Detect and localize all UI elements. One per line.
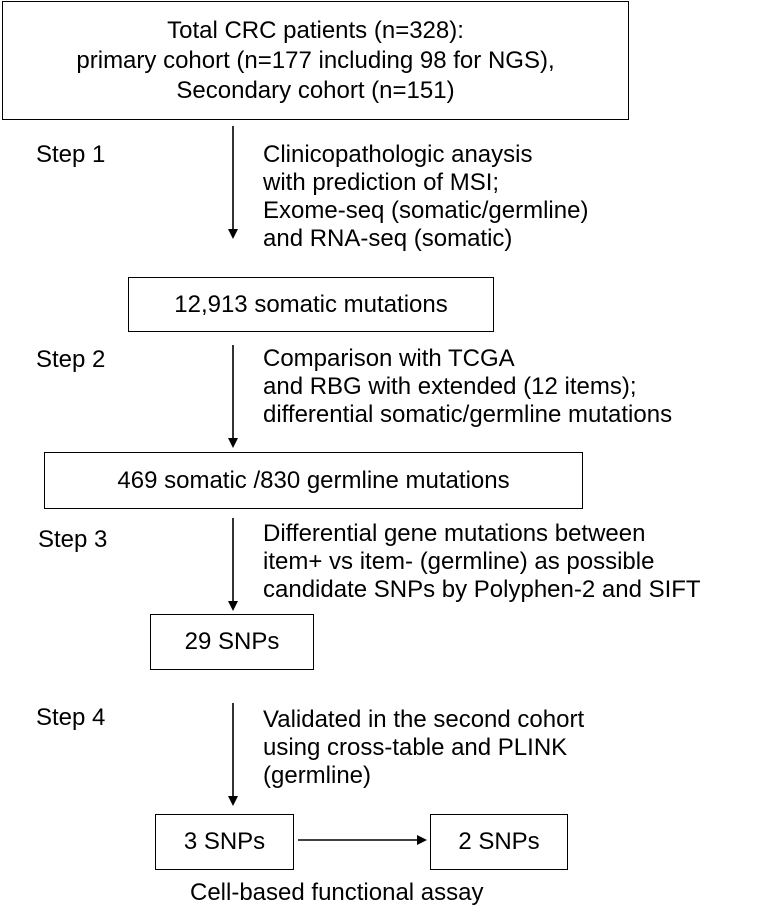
step-1-line-3: Exome-seq (somatic/germline) <box>263 197 589 224</box>
step-3-label: Step 3 <box>38 526 108 553</box>
step-1-description: Clinicopathologic anaysis with predictio… <box>263 141 588 253</box>
total-patients-box: Total CRC patients (n=328): primary coho… <box>2 1 629 120</box>
step-4-line-2: using cross-table and PLINK <box>263 734 568 761</box>
cell-based-assay-caption: Cell-based functional assay <box>190 879 484 906</box>
step-4-label: Step 4 <box>36 704 106 731</box>
step-1-line-2: with prediction of MSI; <box>263 169 500 196</box>
somatic-germline-box: 469 somatic /830 germline mutations <box>44 452 583 509</box>
step-2-line-2: and RBG with extended (12 items); <box>263 373 637 400</box>
step-3-line-3: candidate SNPs by Polyphen-2 and SIFT <box>263 576 701 603</box>
total-patients-line-2: primary cohort (n=177 including 98 for N… <box>76 46 555 74</box>
step-3-description: Differential gene mutations between item… <box>263 520 701 604</box>
step-1-line-1: Clinicopathologic anaysis <box>263 141 533 168</box>
step-1-line-4: and RNA-seq (somatic) <box>263 225 513 252</box>
total-patients-line-3: Secondary cohort (n=151) <box>176 76 455 104</box>
step-2-label: Step 2 <box>36 346 106 373</box>
step-3-line-1: Differential gene mutations between <box>263 520 646 547</box>
29-snps-box: 29 SNPs <box>150 614 314 670</box>
somatic-mutations-box: 12,913 somatic mutations <box>128 277 494 332</box>
3-snps-box: 3 SNPs <box>155 814 294 870</box>
step-4-line-1: Validated in the second cohort <box>263 706 585 733</box>
step-2-line-3: differential somatic/germline mutations <box>263 401 673 428</box>
step-4-line-3: (germline) <box>263 762 372 789</box>
step-4-description: Validated in the second cohort using cro… <box>263 706 584 790</box>
step-3-line-2: item+ vs item- (germline) as possible <box>263 548 655 575</box>
total-patients-line-1: Total CRC patients (n=328): <box>167 16 464 44</box>
step-1-label: Step 1 <box>36 141 106 168</box>
2-snps-box: 2 SNPs <box>430 814 568 870</box>
step-2-description: Comparison with TCGA and RBG with extend… <box>263 345 672 429</box>
step-2-line-1: Comparison with TCGA <box>263 345 515 372</box>
